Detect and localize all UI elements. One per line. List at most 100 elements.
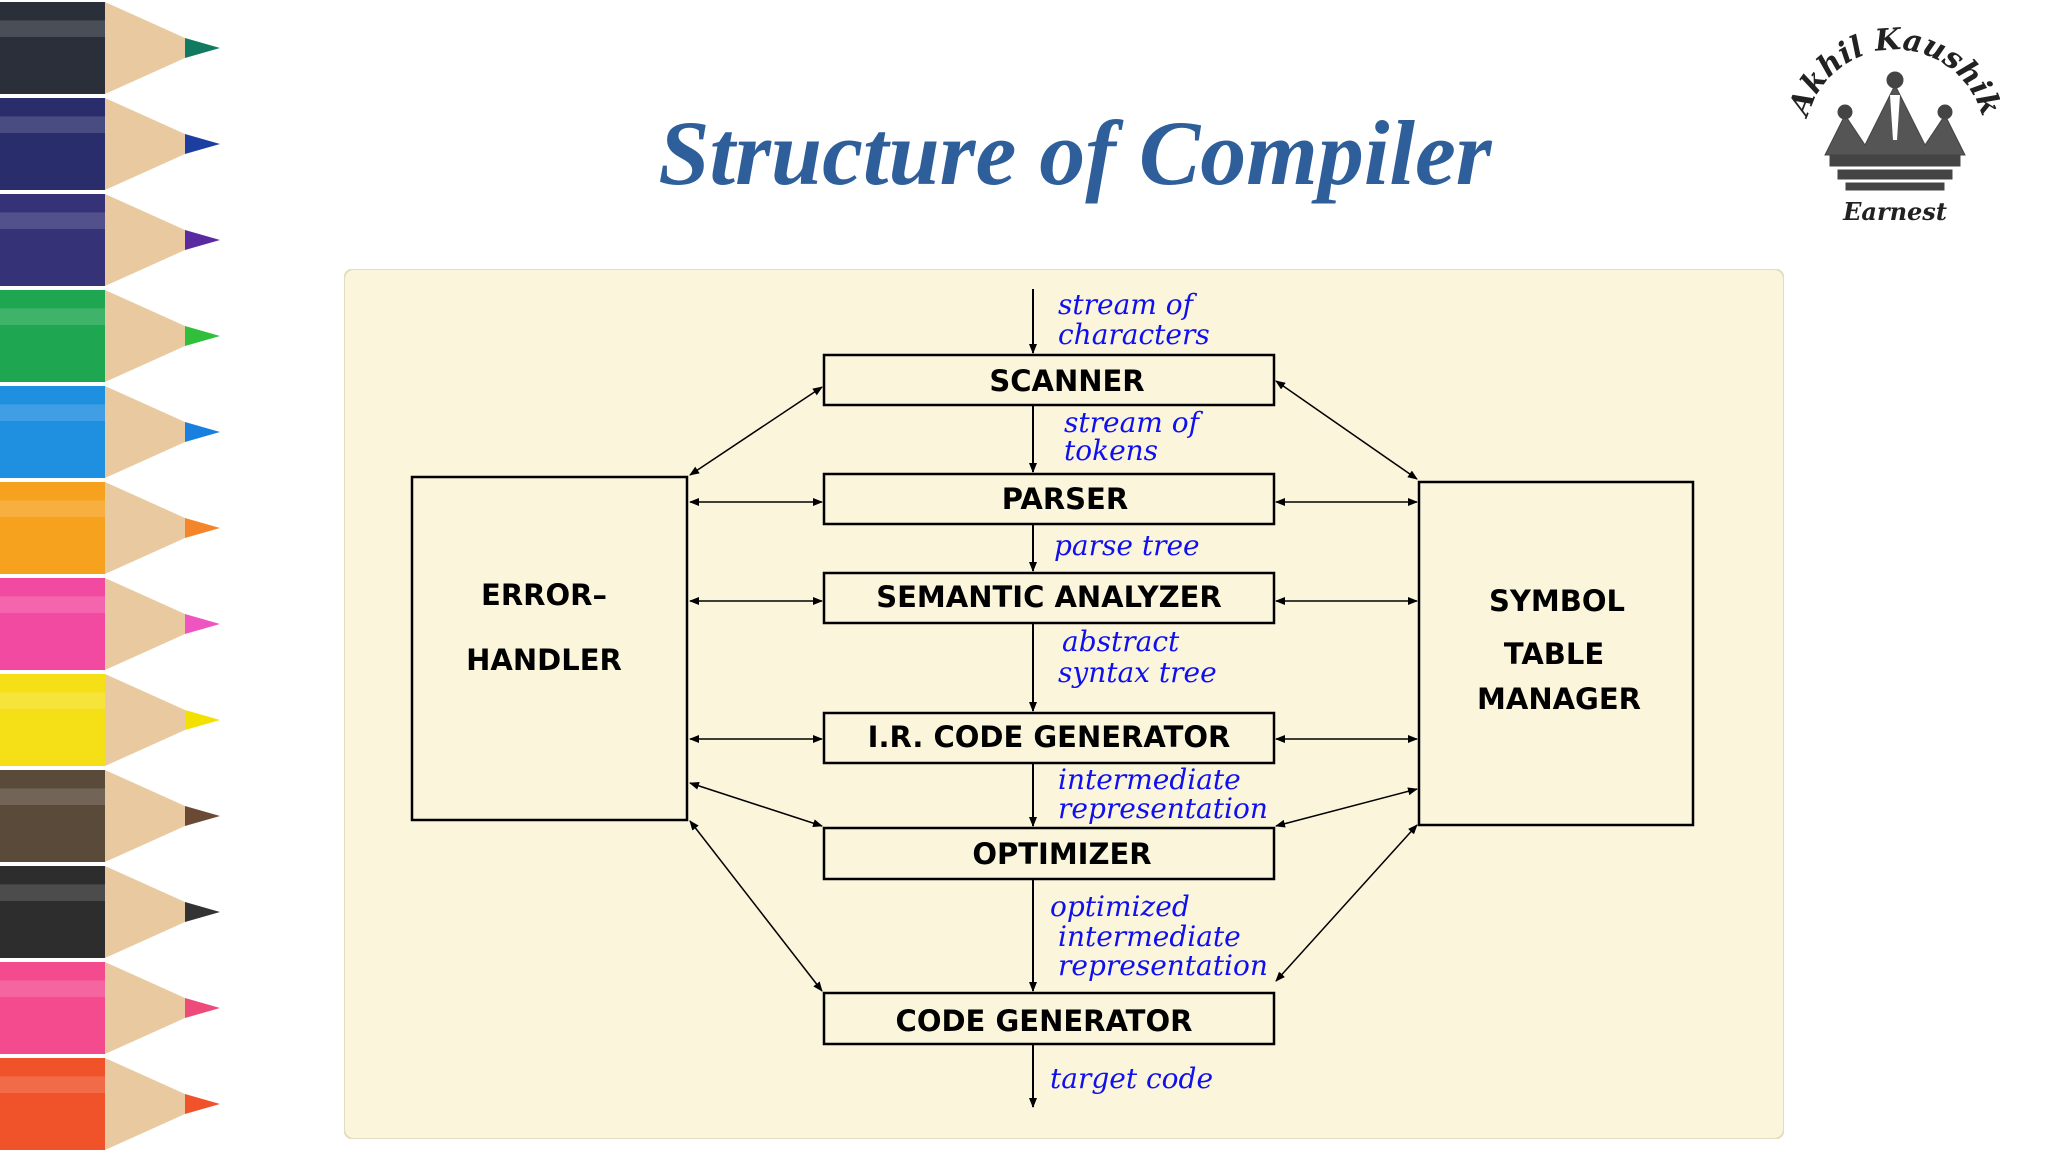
pencil-highlight	[0, 500, 105, 517]
tokens-label-line1: stream of	[1064, 406, 1204, 439]
pencil-tip	[185, 710, 220, 730]
pencil-highlight	[0, 884, 105, 901]
pencil-body	[0, 98, 105, 190]
pencil-wood	[105, 194, 185, 286]
slide-title: Structure of Compiler	[658, 102, 1492, 204]
pencil-wood	[105, 290, 185, 382]
pencil-tip	[185, 422, 220, 442]
error-handler-box: ERROR– HANDLER	[410, 475, 689, 822]
crown-icon	[1824, 71, 1966, 191]
pencil-wood	[105, 866, 185, 958]
pencil-wood	[105, 482, 185, 574]
ast-label-line2: syntax tree	[1058, 656, 1217, 689]
pencil-body	[0, 674, 105, 766]
pencil-highlight	[0, 404, 105, 421]
pencil-tip	[185, 230, 220, 250]
pencil-wood	[105, 962, 185, 1054]
pencil-body	[0, 386, 105, 478]
pencil-tip	[185, 998, 220, 1018]
opt-label-line2: intermediate	[1058, 920, 1241, 953]
input-label-line1: stream of	[1058, 288, 1198, 321]
code-generator-box: CODE GENERATOR	[822, 991, 1276, 1046]
pencil-wood	[105, 2, 185, 94]
pencil	[0, 866, 220, 958]
pencil-body	[0, 1058, 105, 1150]
code-generator-label: CODE GENERATOR	[896, 1004, 1193, 1038]
pencil-tip	[185, 614, 220, 634]
input-label-line2: characters	[1058, 318, 1210, 351]
pencil-tip	[185, 806, 220, 826]
pencil	[0, 482, 220, 574]
tokens-label-line2: tokens	[1064, 434, 1158, 467]
pencil-highlight	[0, 212, 105, 229]
pencil-body	[0, 578, 105, 670]
compiler-structure-diagram: SCANNER PARSER SEMANTIC ANALYZER I.R. CO…	[344, 269, 1784, 1139]
semantic-analyzer-box: SEMANTIC ANALYZER	[822, 571, 1276, 625]
error-handler-label-line2: HANDLER	[466, 643, 622, 677]
pencil-body	[0, 866, 105, 958]
opt-label-line1: optimized	[1050, 890, 1190, 923]
pencil	[0, 770, 220, 862]
pencil-tip	[185, 134, 220, 154]
pencil	[0, 98, 220, 190]
scanner-label: SCANNER	[989, 364, 1144, 398]
semantic-analyzer-label: SEMANTIC ANALYZER	[876, 580, 1222, 614]
symbol-table-label-line1: SYMBOL	[1489, 584, 1625, 618]
pencil-body	[0, 290, 105, 382]
symbol-table-connectors	[1275, 380, 1418, 982]
pencil-highlight	[0, 20, 105, 37]
parse-tree-label: parse tree	[1054, 529, 1200, 562]
symbol-table-label-line2: TABLE	[1504, 637, 1604, 671]
optimizer-label: OPTIMIZER	[972, 837, 1151, 871]
error-handler-connectors	[689, 386, 823, 992]
pencil-highlight	[0, 788, 105, 805]
pencil-body	[0, 770, 105, 862]
pencil	[0, 2, 220, 94]
symbol-table-label-line3: MANAGER	[1477, 682, 1641, 716]
output-label: target code	[1050, 1062, 1213, 1095]
ir-label-line2: representation	[1058, 792, 1268, 825]
pencil-highlight	[0, 596, 105, 613]
pencil-body	[0, 2, 105, 94]
pencil	[0, 194, 220, 286]
pencil-highlight	[0, 980, 105, 997]
pencil-body	[0, 482, 105, 574]
pencil-tip	[185, 1094, 220, 1114]
pencil	[0, 386, 220, 478]
ir-code-generator-label: I.R. CODE GENERATOR	[868, 720, 1231, 754]
pencil-tip	[185, 38, 220, 58]
logo-bottom-text: Earnest	[1842, 197, 1947, 226]
pencil-wood	[105, 578, 185, 670]
pencil	[0, 1058, 220, 1150]
pencil-wood	[105, 770, 185, 862]
colored-pencils-image	[0, 2, 220, 1150]
pencil-wood	[105, 1058, 185, 1150]
optimizer-box: OPTIMIZER	[822, 826, 1276, 881]
pencil	[0, 674, 220, 766]
opt-label-line3: representation	[1058, 949, 1268, 982]
pencil-tip	[185, 326, 220, 346]
symbol-table-manager-box: SYMBOL TABLE MANAGER	[1417, 480, 1695, 827]
akhil-kaushik-logo: Akhil Kaushik Earnest	[1790, 22, 2000, 226]
pencil-tip	[185, 518, 220, 538]
pencil-tip	[185, 902, 220, 922]
pencil	[0, 290, 220, 382]
pencil	[0, 962, 220, 1054]
pencil-wood	[105, 386, 185, 478]
pencil-wood	[105, 98, 185, 190]
pencil-highlight	[0, 692, 105, 709]
ir-code-generator-box: I.R. CODE GENERATOR	[822, 711, 1276, 765]
parser-label: PARSER	[1002, 482, 1128, 516]
pencil-body	[0, 962, 105, 1054]
error-handler-label-line1: ERROR–	[481, 578, 607, 612]
pencil	[0, 578, 220, 670]
pencil-wood	[105, 674, 185, 766]
ir-label-line1: intermediate	[1058, 763, 1241, 796]
pencil-body	[0, 194, 105, 286]
pencil-highlight	[0, 1076, 105, 1093]
parser-box: PARSER	[822, 472, 1276, 526]
ast-label-line1: abstract	[1062, 625, 1180, 658]
flow-labels: stream of characters stream of tokens pa…	[1050, 288, 1268, 1095]
pencil-highlight	[0, 308, 105, 325]
pencil-highlight	[0, 116, 105, 133]
